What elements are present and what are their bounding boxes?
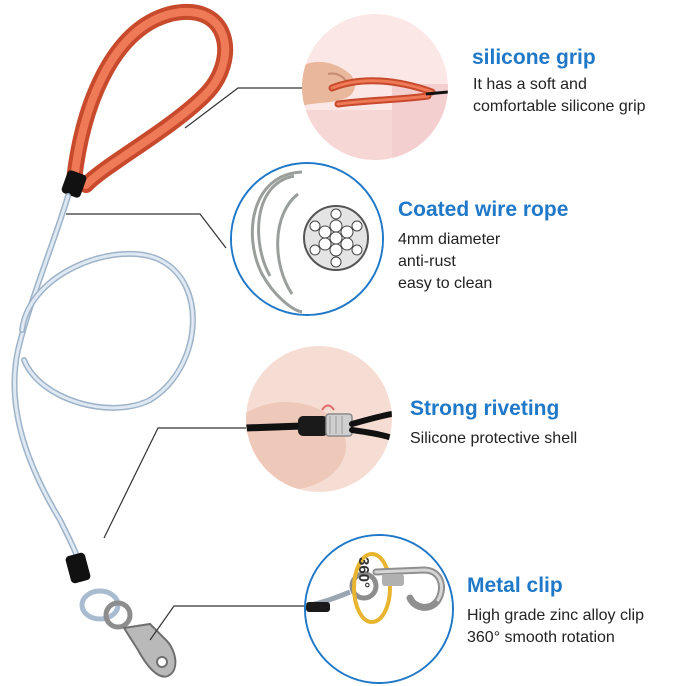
clip-ferrule: [65, 552, 91, 584]
swivel-eye: [349, 571, 379, 601]
wire-rope: [11, 193, 83, 569]
wire-cross-section-icon: [303, 205, 369, 271]
rotation-badge: 360°: [355, 556, 373, 589]
wire-rope-closeup: [230, 162, 384, 316]
feature-desc-strong-riveting: Silicone protective shell: [410, 430, 578, 447]
hand-icon: [302, 61, 355, 106]
swivel-ring: [103, 600, 133, 630]
grip-ferrule: [61, 170, 87, 198]
feature-desc-metal-clip: High grade zinc alloy clip 360° smooth r…: [467, 607, 644, 646]
feature-title-metal-clip: Metal clip: [467, 574, 563, 597]
riveting-closeup: [246, 346, 392, 492]
feature-desc-coated-wire-rope: 4mm diameter anti-rust easy to clean: [398, 231, 501, 292]
snap-clip: [122, 622, 177, 678]
rivet-shell: [298, 416, 328, 436]
feature-title-coated-wire-rope: Coated wire rope: [398, 198, 569, 221]
grip-closeup: [302, 14, 448, 160]
feature-title-silicone-grip: silicone grip: [472, 46, 596, 69]
metal-clip-closeup: 360°: [304, 534, 454, 684]
feature-title-strong-riveting: Strong riveting: [410, 397, 560, 420]
leader-line-rivet: [103, 427, 246, 539]
leader-line-clip: [149, 605, 306, 641]
feature-desc-silicone-grip: It has a soft and comfortable silicone g…: [473, 76, 646, 115]
leader-line-wire: [66, 213, 227, 249]
rotation-arrow-icon: [352, 552, 392, 624]
leader-line-grip: [184, 87, 302, 129]
